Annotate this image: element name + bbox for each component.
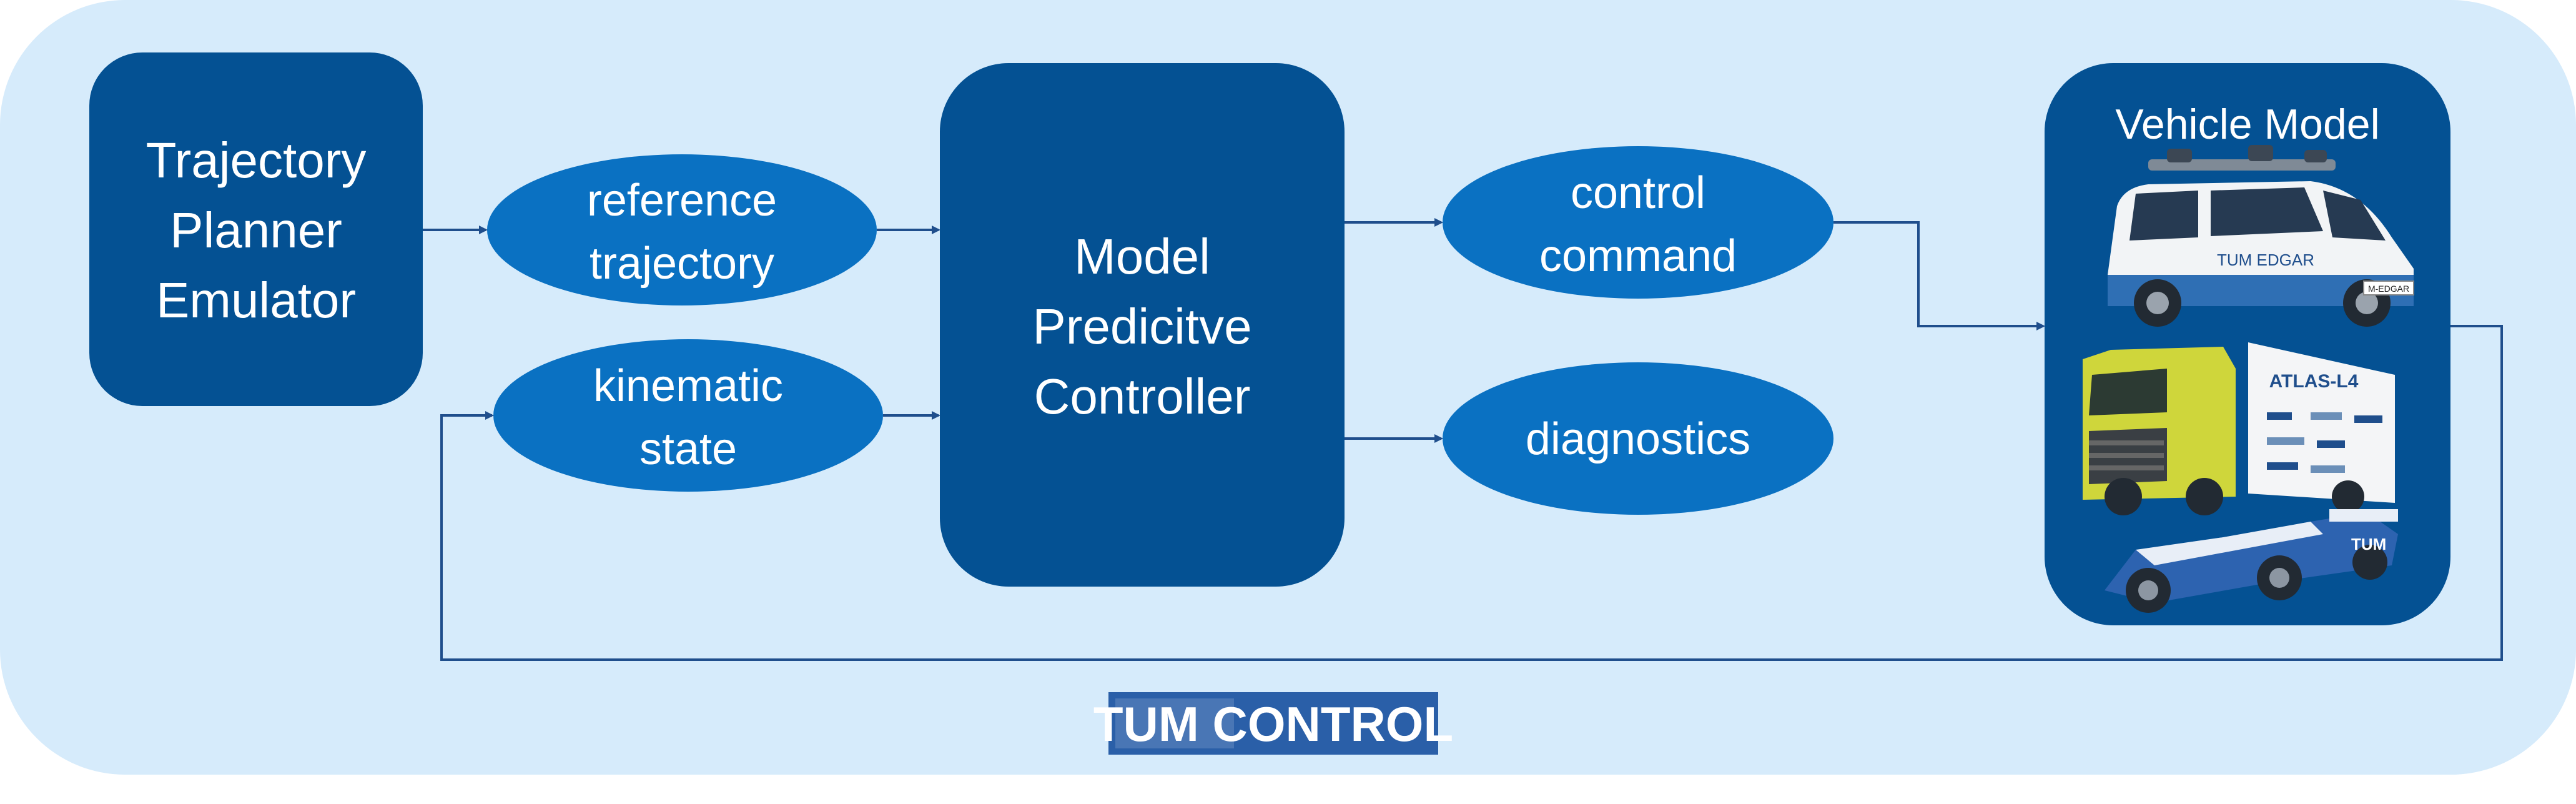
trajectory-planner-block: Trajectory Planner Emulator <box>89 52 423 406</box>
tum-control-logo: TUM CONTROL <box>1093 692 1453 755</box>
vehicle-model-title: Vehicle Model <box>2115 101 2379 148</box>
controller-label-line1: Model <box>1074 229 1210 284</box>
controller-label-line3: Controller <box>1034 369 1251 424</box>
planner-label-line2: Planner <box>170 202 342 258</box>
truck-trailer-text: ATLAS-L4 <box>2269 371 2359 392</box>
control-label-line1: control <box>1571 168 1705 218</box>
control-label-line2: command <box>1539 231 1737 281</box>
diagnostics-node: diagnostics <box>1443 362 1833 515</box>
controller-label-line2: Predicitve <box>1032 299 1251 354</box>
planner-label-line3: Emulator <box>156 272 356 328</box>
kinematic-label-line1: kinematic <box>593 361 783 411</box>
arrow-control-to-vehicle <box>1833 221 2045 330</box>
diagnostics-label: diagnostics <box>1526 414 1750 464</box>
vehicle-model-block: Vehicle Model TUM EDGAR M-EDGAR <box>2045 63 2450 625</box>
racecar-image: TUM <box>2105 509 2398 613</box>
arrow-feedback-vehicle-to-kinematic <box>440 325 2503 661</box>
van-plate-text: M-EDGAR <box>2368 284 2409 294</box>
kinematic-state-node: kinematic state <box>493 339 883 492</box>
van-body-text: TUM EDGAR <box>2217 251 2314 269</box>
connectors <box>423 218 2503 661</box>
kinematic-label-line2: state <box>639 424 737 474</box>
planner-label-line1: Trajectory <box>146 132 367 188</box>
racecar-body-text: TUM <box>2351 535 2386 553</box>
control-command-node: control command <box>1443 146 1833 299</box>
mpc-controller-block: Model Predicitve Controller <box>940 63 1345 587</box>
van-image: TUM EDGAR M-EDGAR <box>2108 145 2414 327</box>
logo-text: TUM CONTROL <box>1093 697 1453 752</box>
truck-image: ATLAS-L4 <box>2083 342 2395 515</box>
reference-label-line1: reference <box>587 176 777 226</box>
reference-label-line2: trajectory <box>590 239 774 289</box>
reference-trajectory-node: reference trajectory <box>487 154 877 305</box>
